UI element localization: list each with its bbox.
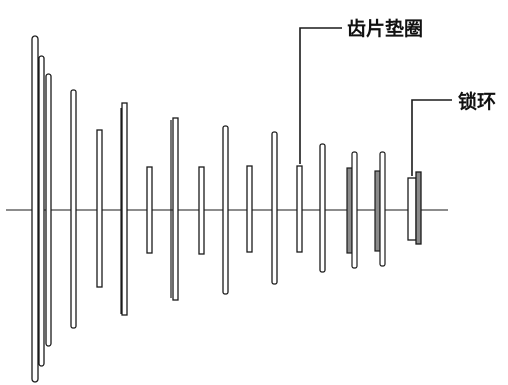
plate-7 <box>146 166 153 254</box>
friction-plate-3 <box>374 170 381 252</box>
lock-ring-leader-line <box>411 99 452 176</box>
plate-11 <box>246 165 253 253</box>
plate-4 <box>70 89 77 329</box>
washer-leader-line <box>299 27 342 164</box>
friction-plate-2 <box>351 151 358 269</box>
lock-ring-inner <box>415 171 422 245</box>
plate-1 <box>31 35 39 383</box>
plate-teeth <box>120 108 172 314</box>
plate-3 <box>45 73 52 347</box>
plate-6 <box>121 102 128 316</box>
plate-2 <box>38 55 45 367</box>
lock-ring-label: 锁环 <box>458 90 496 113</box>
washer-label: 齿片垫圈 <box>347 17 423 40</box>
plate-14 <box>319 143 326 273</box>
friction-plate-1 <box>346 167 353 254</box>
plate-group <box>31 35 326 383</box>
plate-12 <box>271 131 278 285</box>
plate-8 <box>172 117 179 301</box>
lock-ring-assembly <box>407 171 422 245</box>
plate-5 <box>96 129 103 288</box>
plate-13 <box>296 165 303 253</box>
lock-ring-body <box>407 177 417 241</box>
friction-plate-4 <box>379 151 386 267</box>
plate-9 <box>198 166 205 255</box>
plate-10 <box>222 125 229 295</box>
friction-plate-group <box>346 151 386 269</box>
